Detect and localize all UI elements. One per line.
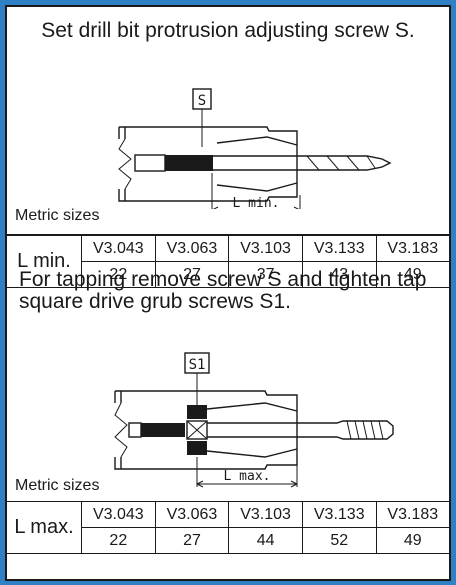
table-header-row: L min. V3.043 V3.063 V3.103 V3.133 V3.18…: [7, 234, 449, 288]
table-header-cell: V3.183: [375, 501, 449, 528]
drill-holder-diagram: S L min.: [118, 88, 392, 209]
metric-sizes-caption: Metric sizes: [15, 477, 100, 494]
screw-s1-label: S1: [189, 357, 206, 373]
table-value-row: 22 27 37 43 49: [7, 261, 449, 288]
row-label-l-max: L max.: [7, 501, 82, 554]
table-value-cell: 49: [375, 527, 449, 554]
table-header-cell: V3.103: [228, 234, 303, 262]
table-header-cell: V3.103: [228, 501, 303, 528]
grub-screw-s1-bottom: [187, 441, 207, 455]
tap-instruction: For tapping remove screw S and tighten t…: [19, 268, 427, 313]
grub-screw-s1-top: [187, 405, 207, 419]
table-header-cell: V3.063: [154, 501, 230, 528]
drill-instruction: Set drill bit protrusion adjusting screw…: [41, 19, 415, 42]
table-value-cell: 43: [301, 261, 377, 288]
table-value-cell: 49: [375, 261, 449, 288]
table-value-row: 22 27 44 52 49: [7, 527, 449, 554]
table-value-cell: 37: [228, 261, 303, 288]
l-min-dimension-label: L min.: [233, 196, 280, 209]
instruction-sheet: Set drill bit protrusion adjusting screw…: [5, 5, 451, 581]
table-value-cell: 27: [154, 527, 230, 554]
table-header-cell: V3.063: [154, 234, 230, 262]
tap-holder-diagram: S1 L max.: [114, 352, 394, 488]
table-value-cell: 22: [81, 261, 156, 288]
table-value-cell: 52: [301, 527, 377, 554]
l-max-dimension-label: L max.: [224, 469, 271, 484]
screw-s-label: S: [198, 93, 206, 109]
screw-s: [165, 155, 213, 171]
table-header-cell: V3.043: [81, 501, 156, 528]
metric-sizes-caption: Metric sizes: [15, 207, 100, 224]
table-header-cell: V3.183: [375, 234, 449, 262]
table-value-cell: 22: [81, 527, 156, 554]
table-value-cell: 44: [228, 527, 303, 554]
table-header-cell: V3.043: [81, 234, 156, 262]
l-max-table: L max. V3.043 V3.063 V3.103 V3.133 V3.18…: [7, 501, 449, 554]
table-header-cell: V3.133: [301, 501, 377, 528]
row-label-l-min: L min.: [7, 234, 82, 288]
l-min-table: L min. V3.043 V3.063 V3.103 V3.133 V3.18…: [7, 234, 449, 288]
table-header-row: L max. V3.043 V3.063 V3.103 V3.133 V3.18…: [7, 501, 449, 554]
table-header-cell: V3.133: [301, 234, 377, 262]
